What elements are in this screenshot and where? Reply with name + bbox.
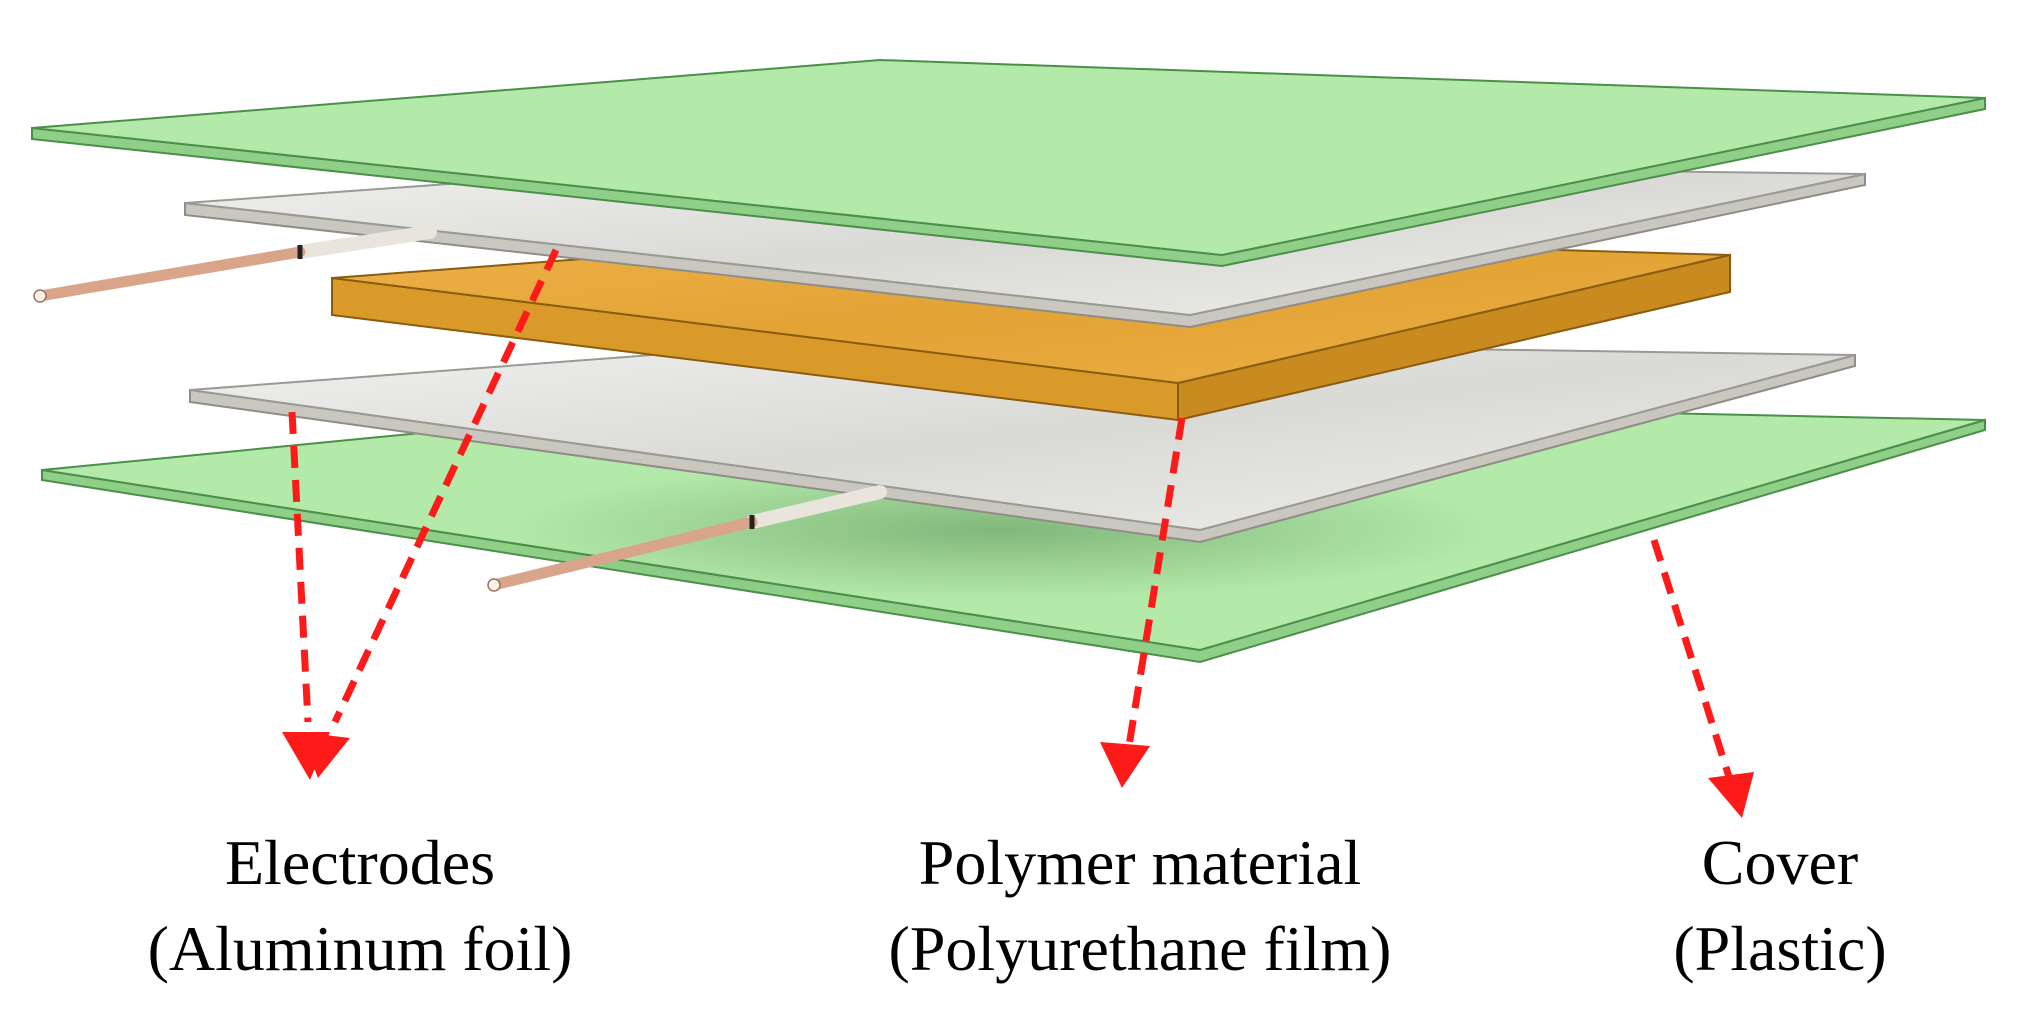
polymer-label-line2: (Polyurethane film) [888, 913, 1392, 984]
electrodes-label-line1: Electrodes [224, 827, 496, 898]
arrow-upper-electrode [331, 248, 560, 724]
arrow-lower-electrode [288, 411, 312, 723]
arrowhead-cover [1708, 772, 1754, 818]
electrodes-label-line2: (Aluminum foil) [147, 913, 573, 984]
top-cover-layer [31, 58, 1986, 268]
arrowhead-electrodes-left [282, 732, 330, 780]
polymer-label: Polymer material (Polyurethane film) [760, 820, 1520, 992]
electrodes-label: Electrodes (Aluminum foil) [60, 820, 660, 992]
polymer-label-line1: Polymer material [918, 827, 1362, 898]
upper-electrode-wire [33, 225, 437, 303]
arrowhead-polymer [1100, 742, 1150, 788]
lower-electrode-foil [189, 338, 1856, 544]
arrow-heads [282, 732, 1754, 818]
arrow-polymer [1124, 417, 1186, 753]
pointer-arrows [288, 248, 1734, 782]
cover-label-line2: (Plastic) [1673, 913, 1887, 984]
cover-label: Cover (Plastic) [1570, 820, 1990, 992]
lower-electrode-wire [487, 485, 887, 592]
cover-label-line1: Cover [1701, 827, 1859, 898]
arrow-cover [1650, 538, 1734, 782]
